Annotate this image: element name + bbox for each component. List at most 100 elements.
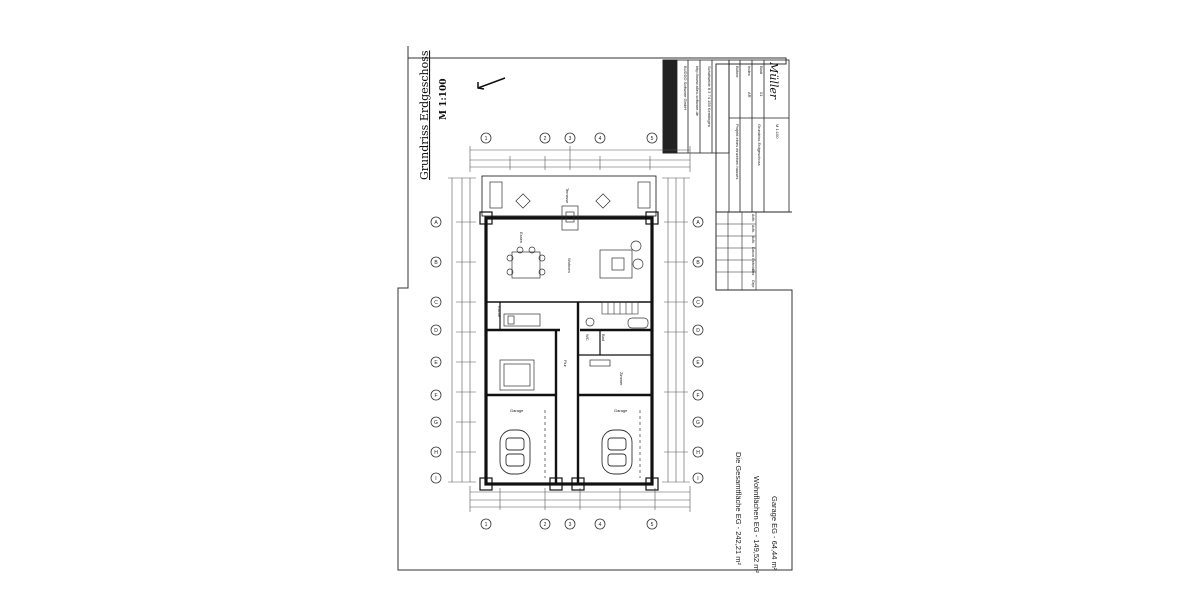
north-arrow-icon xyxy=(477,77,506,90)
axis-right-6-circle xyxy=(692,416,704,428)
dimension-lines-left xyxy=(448,177,476,483)
axis-top-3-circle xyxy=(594,132,606,144)
room-label-garage1: Garage xyxy=(510,408,524,413)
axis-right-0-circle xyxy=(692,216,704,228)
axis-left-7-circle xyxy=(430,446,442,458)
axis-right-6-label: G xyxy=(696,420,700,426)
axis-bottom-1-label: 2 xyxy=(544,522,547,528)
axis-top-1-circle xyxy=(539,132,551,144)
phase-label: Bühne xyxy=(735,66,740,78)
revision-header-5: Gez. xyxy=(751,269,755,276)
axis-bottom-3-label: 4 xyxy=(599,522,602,528)
axis-right-1-circle xyxy=(692,256,704,268)
title-block xyxy=(662,59,790,213)
axis-bottom-0-label: 1 xyxy=(485,522,488,528)
axis-left-6-circle xyxy=(430,416,442,428)
revision-table xyxy=(715,211,757,291)
dimension-lines-top xyxy=(469,146,691,172)
axis-left-0-label: A xyxy=(434,220,438,226)
revision-header-0: Aufb. xyxy=(751,214,755,222)
axis-left-3-label: D xyxy=(434,328,438,334)
axis-left-8-label: I xyxy=(435,476,436,482)
room-label-hall: Flur xyxy=(563,360,568,368)
room-label-garage2: Garage xyxy=(614,408,628,413)
area-summary: Die Gesamtfläche EG - 242,21 m² Wohnfläc… xyxy=(734,452,779,573)
room-label-dining: Essen xyxy=(519,232,524,243)
furniture xyxy=(489,181,651,478)
axis-left-5-label: F xyxy=(434,393,437,399)
area-total: Die Gesamtfläche EG - 242,21 m² xyxy=(734,452,743,565)
sheet-label: Blatt xyxy=(759,66,764,75)
dimension-lines-bottom xyxy=(469,486,691,512)
axis-left-3-circle xyxy=(430,324,442,336)
axis-left-4-circle xyxy=(430,356,442,368)
axis-left-1-label: B xyxy=(434,260,438,266)
room-labels: Terrasse Wohnen Essen Küche Bad WC Flur … xyxy=(497,188,628,413)
axis-top-0-circle xyxy=(480,132,492,144)
sheet-border xyxy=(397,46,793,571)
drawing-scale: M 1:100 xyxy=(775,124,780,139)
axis-left-2-label: C xyxy=(434,300,438,306)
axis-right-8-label: I xyxy=(697,476,698,482)
axis-bottom-1-circle xyxy=(539,518,551,530)
axis-right-3-circle xyxy=(692,324,704,336)
axis-right-7-label: H xyxy=(696,450,700,456)
axis-right-2-circle xyxy=(692,296,704,308)
axis-left-2-circle xyxy=(430,296,442,308)
axis-bottom-3-circle xyxy=(594,518,606,530)
sheet-value: 01 xyxy=(759,92,764,97)
axis-right-1-label: B xyxy=(696,260,700,266)
index-label: Index xyxy=(747,66,752,76)
axis-bottom-4-circle xyxy=(646,518,658,530)
axis-left-4-label: E xyxy=(434,360,438,366)
axis-right-8-circle xyxy=(692,472,704,484)
room-label-bath: Bad xyxy=(601,334,606,341)
area-living: Wohnflächen EG - 149,52 m² xyxy=(752,476,761,573)
axis-left-7-label: H xyxy=(434,450,438,456)
axis-bottom-0-circle xyxy=(480,518,492,530)
room-label-kitchen: Küche xyxy=(497,306,502,318)
axis-left-1-circle xyxy=(430,256,442,268)
axis-left-6-label: G xyxy=(434,420,438,426)
document-title: Grundriss Erdgeschoss xyxy=(418,50,431,180)
axis-right-4-circle xyxy=(692,356,704,368)
revision-header-2: Aufb. xyxy=(751,236,755,244)
axis-top-1-label: 2 xyxy=(544,136,547,142)
axis-right-0-label: A xyxy=(696,220,700,226)
document-scale: M 1:100 xyxy=(439,79,449,120)
room-label-wc: WC xyxy=(585,334,590,341)
axis-top-0-label: 1 xyxy=(485,136,488,142)
drawing-name: Grundriss Erdgeschoss xyxy=(757,124,762,166)
axis-bottom-4-label: 5 xyxy=(651,522,654,528)
room-label-terrace: Terrasse xyxy=(565,188,570,204)
revision-header-6: Gepr. xyxy=(751,280,755,288)
title-block-text: BUDDO Software GmbH http://www.alleo-sof… xyxy=(683,66,780,179)
project-name: Projekt eines einzelnen hauses xyxy=(735,124,740,179)
signature: Müller xyxy=(767,61,780,100)
axis-top-4-circle xyxy=(646,132,658,144)
axis-right-5-label: F xyxy=(696,393,699,399)
axis-top-4-label: 5 xyxy=(651,136,654,142)
drawing-title: Grundriss Erdgeschoss M 1:100 xyxy=(418,50,449,180)
dimension-lines-right xyxy=(662,177,690,483)
axis-top-2-circle xyxy=(564,132,576,144)
room-label-living: Wohnen xyxy=(567,258,572,273)
revision-header-1: Aufb. xyxy=(751,225,755,233)
axis-bottom-2-circle xyxy=(564,518,576,530)
axis-right-2-label: C xyxy=(696,300,700,306)
axis-right-7-circle xyxy=(692,446,704,458)
area-garage: Garage EG - 64,44 m² xyxy=(770,496,779,571)
company-website: http://www.alleo-software.de xyxy=(695,66,700,117)
axis-right-5-circle xyxy=(692,389,704,401)
room-label-room: Zimmer xyxy=(619,372,624,386)
revision-header-4: Geändert xyxy=(751,258,755,272)
axis-top-2-label: 3 xyxy=(569,136,572,142)
axis-bottom-2-label: 3 xyxy=(569,522,572,528)
building-walls xyxy=(479,175,659,491)
axis-right-4-label: E xyxy=(696,360,700,366)
axis-left-8-circle xyxy=(430,472,442,484)
axis-right-3-label: D xyxy=(696,328,700,334)
